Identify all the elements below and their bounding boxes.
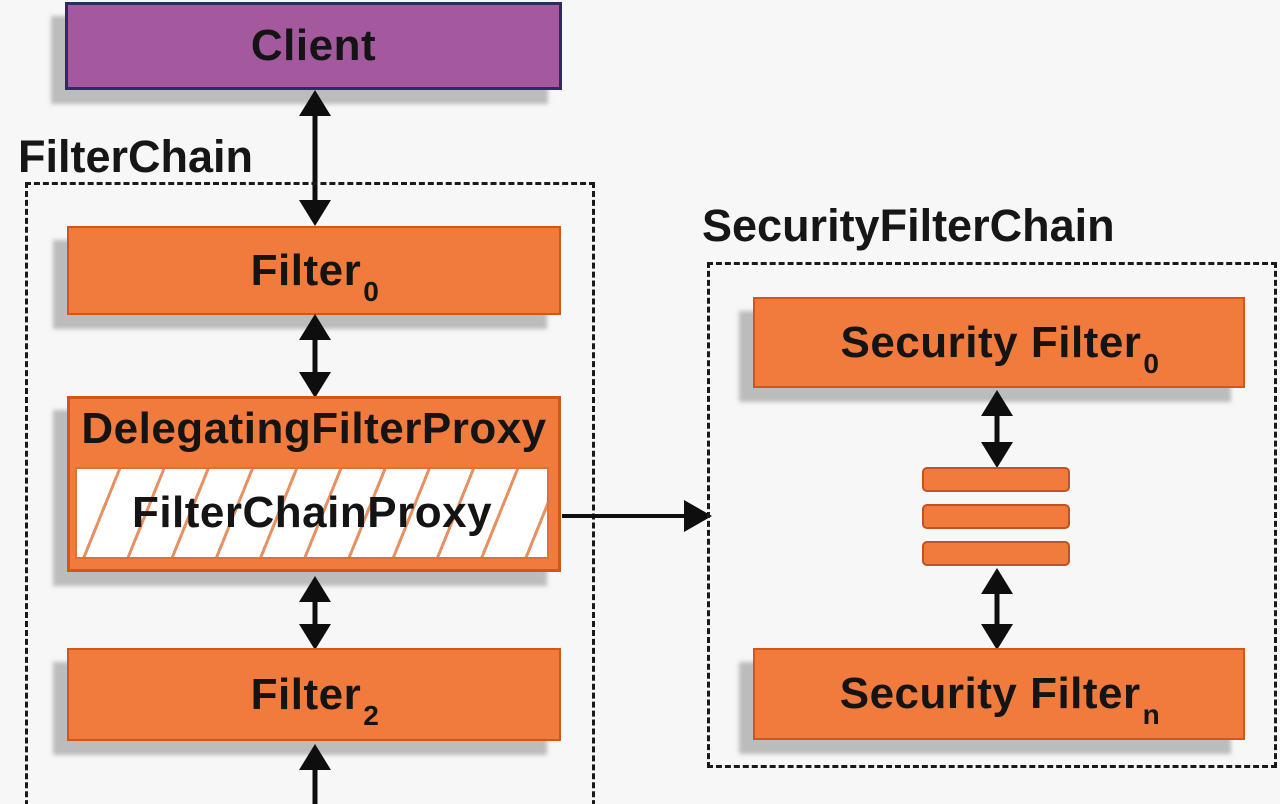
- ellipsis-bar-3: [922, 541, 1070, 566]
- security-filtern-box: Security Filtern: [753, 648, 1245, 740]
- client-box: Client: [65, 2, 562, 90]
- security-filtern-subscript: n: [1142, 699, 1161, 730]
- filter-chain-proxy-box: FilterChainProxy: [75, 467, 549, 559]
- arrow-fcp-to-securityfilterchain-icon: [562, 500, 712, 532]
- double-arrow-ellipsis-sfn-icon: [981, 568, 1013, 650]
- security-filter0-box: Security Filter0: [753, 297, 1245, 388]
- security-filtern-label: Security Filter: [839, 669, 1141, 718]
- delegating-filter-proxy-label: DelegatingFilterProxy: [81, 404, 547, 453]
- filter0-box: Filter0: [67, 226, 561, 315]
- securityfilterchain-frame: [707, 262, 1277, 768]
- filterchain-title: FilterChain: [18, 131, 254, 182]
- filter0-subscript: 0: [363, 275, 380, 307]
- filter2-subscript: 2: [363, 699, 380, 731]
- double-arrow-sf0-ellipsis-icon: [981, 390, 1013, 468]
- ellipsis-bar-1: [922, 467, 1070, 492]
- filter0-label: Filter: [250, 245, 362, 295]
- security-filter0-subscript: 0: [1143, 347, 1160, 379]
- filter2-box: Filter2: [67, 648, 561, 741]
- client-label: Client: [250, 21, 377, 70]
- double-arrow-client-filter0-icon: [299, 90, 331, 226]
- double-arrow-dfp-filter2-icon: [299, 576, 331, 650]
- double-arrow-filter2-next-icon: [299, 744, 331, 804]
- delegating-filter-proxy-box: DelegatingFilterProxy FilterChainProxy: [67, 396, 561, 572]
- filter2-label: Filter: [250, 669, 362, 719]
- filter-chain-proxy-label: FilterChainProxy: [131, 488, 493, 537]
- securityfilterchain-title: SecurityFilterChain: [702, 200, 1115, 251]
- double-arrow-filter0-dfp-icon: [299, 314, 331, 398]
- security-filter0-label: Security Filter: [840, 317, 1142, 367]
- ellipsis-bar-2: [922, 504, 1070, 529]
- filterchain-frame: [25, 182, 595, 804]
